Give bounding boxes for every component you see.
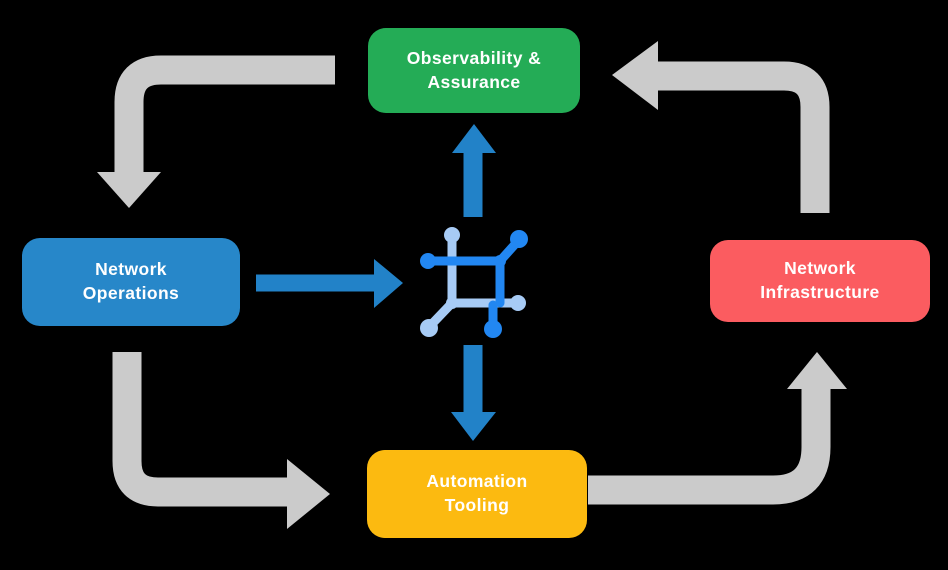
- arrow-infrastructure-to-observability: [612, 41, 830, 213]
- node-observability-assurance: Observability & Assurance: [368, 28, 580, 113]
- node-label-line: Observability &: [406, 47, 542, 68]
- node-label-line: Automation: [426, 471, 528, 492]
- arrow-center-to-observability: [452, 124, 496, 217]
- network-mesh-icon: [420, 227, 528, 338]
- arrow-automation-to-infrastructure: [588, 352, 847, 505]
- node-label-line: Assurance: [427, 71, 521, 92]
- node-label-line: Network: [95, 259, 167, 280]
- node-label-line: Infrastructure: [760, 282, 880, 302]
- arrow-center-to-automation: [451, 345, 496, 441]
- node-automation-tooling: Automation Tooling: [367, 450, 587, 538]
- node-network-infrastructure: Network Infrastructure: [710, 240, 930, 322]
- node-label-line: Network: [784, 258, 856, 279]
- node-network-operations: Network Operations: [22, 238, 240, 326]
- node-label-line: Operations: [82, 283, 180, 303]
- arrow-operations-to-automation: [112, 352, 330, 529]
- node-label-line: Tooling: [444, 495, 510, 515]
- arrow-operations-to-center: [256, 259, 403, 308]
- arrow-observability-to-operations: [97, 55, 335, 208]
